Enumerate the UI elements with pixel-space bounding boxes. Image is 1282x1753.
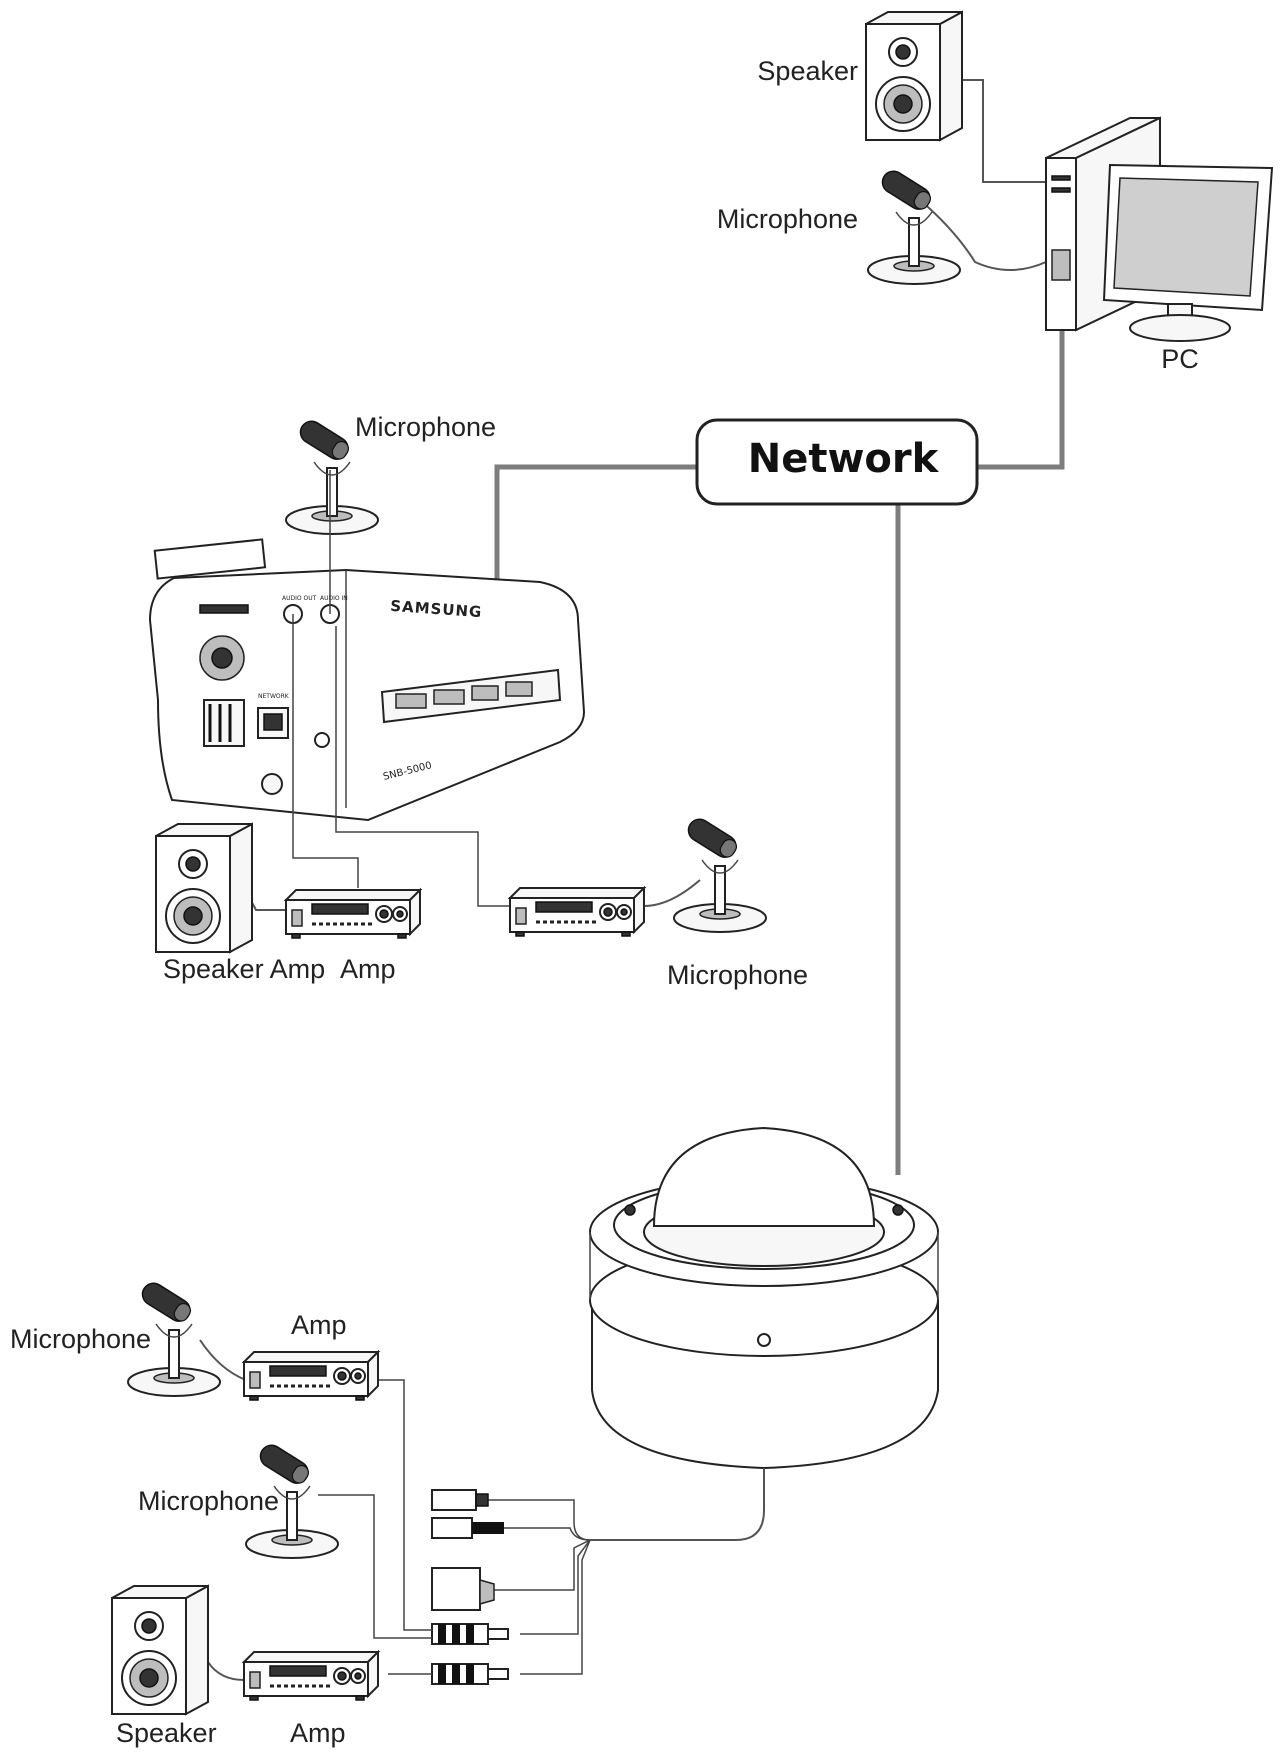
dome-camera-icon xyxy=(589,1126,939,1470)
rca-connector-icon xyxy=(431,1663,509,1685)
speaker-icon xyxy=(155,823,253,953)
amp-icon xyxy=(508,886,646,938)
box-camera-audio-in-cable xyxy=(335,626,510,907)
rca-connector-icon xyxy=(431,1623,509,1645)
power-connector-icon xyxy=(431,1489,489,1511)
pc-microphone-cable xyxy=(919,199,1047,271)
network-port-label: NETWORK xyxy=(258,693,290,700)
amp-label: Amp xyxy=(340,954,396,984)
amp-icon xyxy=(242,1350,380,1402)
dome-amp1-label: Amp xyxy=(291,1310,347,1340)
pc-speaker-label: Speaker xyxy=(757,56,858,86)
network-box xyxy=(695,418,979,506)
box-camera-mic-label: Microphone xyxy=(355,412,496,442)
box-camera-icon: SAMSUNG SNB-5000 AUDIO OUT AUDIO IN NETW… xyxy=(148,538,586,822)
pc-section: Speaker Microphone PC xyxy=(717,11,1274,374)
audio-in-port-label: AUDIO IN xyxy=(320,595,348,602)
speaker-to-amp2-cable xyxy=(207,1661,245,1681)
box-camera-section: Microphone SAMSUNG SNB-5000 AUDIO OUT A xyxy=(148,412,808,990)
audio-out-port-label: AUDIO OUT xyxy=(282,595,317,602)
dome-cable-4 xyxy=(520,1539,591,1635)
speaker-icon xyxy=(111,1585,209,1715)
pc-speaker-cable xyxy=(958,79,1046,183)
ethernet-connector-icon xyxy=(431,1567,495,1611)
network-links xyxy=(494,325,1065,1175)
amp1-to-dome-cable xyxy=(370,1379,432,1631)
pc-microphone-label: Microphone xyxy=(717,204,858,234)
dome-mic2-label: Microphone xyxy=(138,1486,279,1516)
dome-speaker-label: Speaker xyxy=(116,1718,217,1748)
mic-amp-cable xyxy=(643,879,701,907)
speaker-amp-label: Speaker Amp xyxy=(163,954,325,984)
network-label: Network xyxy=(748,436,940,482)
dome-camera-section: Microphone Amp Microphone Speaker Amp xyxy=(10,1126,939,1748)
dome-mic1-label: Microphone xyxy=(10,1324,151,1354)
speaker-icon xyxy=(865,11,963,141)
box-camera-audio-out-cable xyxy=(292,614,359,888)
pc-label: PC xyxy=(1161,344,1199,374)
dome-cable-5 xyxy=(520,1539,591,1675)
network-link-box-camera xyxy=(494,464,697,580)
microphone-icon xyxy=(673,814,767,933)
dome-cable-2 xyxy=(504,1527,591,1541)
amp-icon xyxy=(242,1650,380,1702)
amp-icon xyxy=(284,888,422,940)
dome-amp2-label: Amp xyxy=(290,1718,346,1748)
mic1-to-amp1-cable xyxy=(199,1339,247,1381)
bnc-connector-icon xyxy=(431,1517,504,1539)
dome-camera-cable-bundle xyxy=(590,1468,765,1541)
network-node: Network xyxy=(695,418,979,506)
microphone-label: Microphone xyxy=(667,960,808,990)
network-link-pc xyxy=(975,325,1065,470)
dome-cable-3 xyxy=(492,1539,591,1591)
mic2-to-dome-cable xyxy=(318,1494,432,1639)
pc-monitor-icon xyxy=(1102,163,1274,342)
